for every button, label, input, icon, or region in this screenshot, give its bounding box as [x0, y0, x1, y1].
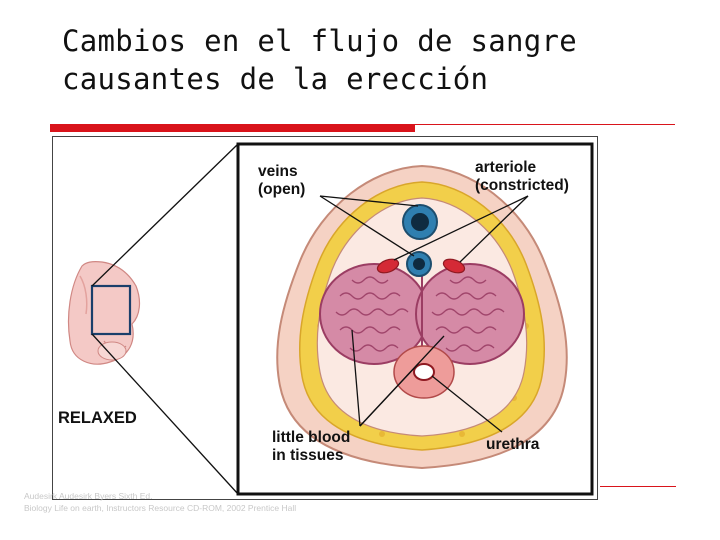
slide-title-line-1: Cambios en el flujo de sangre	[62, 22, 577, 60]
label-veins-state: (open)	[258, 181, 305, 198]
slide-title: Cambios en el flujo de sangre causantes …	[62, 22, 577, 98]
label-veins: veins	[258, 163, 298, 180]
title-underline-accent	[50, 124, 415, 132]
label-little-blood: little blood	[272, 429, 350, 446]
deep-vein-lumen	[413, 258, 425, 270]
credit-line-1: Audesirk Audesirk Byers Sixth Ed.	[24, 490, 296, 502]
label-urethra: urethra	[486, 436, 540, 453]
organ-side-view	[69, 262, 140, 364]
image-credit: Audesirk Audesirk Byers Sixth Ed. Biolog…	[24, 490, 296, 514]
anatomy-illustration: veins (open) arteriole (constricted) lit…	[52, 136, 598, 500]
dorsal-vein-lumen	[411, 213, 429, 231]
label-arteriole-state: (constricted)	[475, 177, 569, 194]
credit-line-2: Biology Life on earth, Instructors Resou…	[24, 502, 296, 514]
label-in-tissues: in tissues	[272, 447, 344, 464]
title-underline-thin	[415, 124, 675, 125]
slide-title-line-2: causantes de la erección	[62, 60, 577, 98]
bottom-divider-line	[600, 486, 676, 487]
label-relaxed: RELAXED	[58, 409, 137, 427]
label-arteriole: arteriole	[475, 159, 537, 176]
anatomy-figure: veins (open) arteriole (constricted) lit…	[52, 136, 598, 500]
urethra-lumen	[414, 364, 434, 380]
